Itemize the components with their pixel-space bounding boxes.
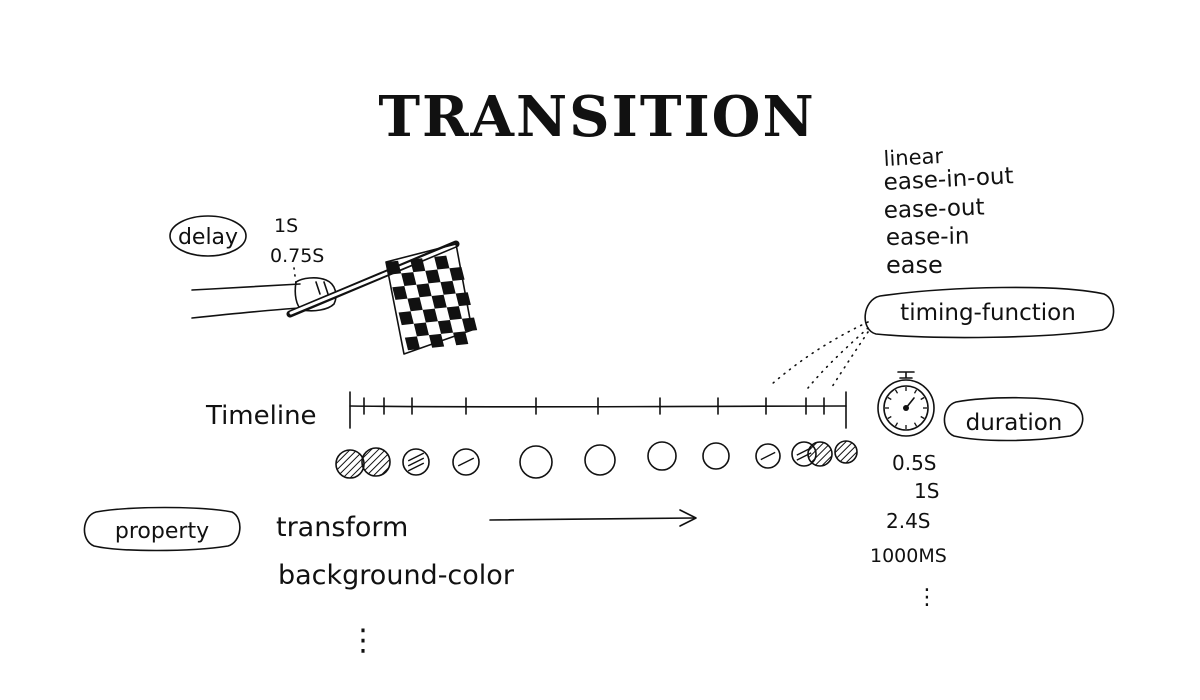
property-value-2: background-color (278, 560, 515, 591)
flag-square (416, 283, 432, 298)
timeline-ball (402, 448, 430, 476)
timing-option-1: linear (883, 144, 944, 171)
property-label: property (115, 519, 209, 544)
timing-option-4: ease-in (886, 224, 970, 251)
property-more: ⋮ (348, 623, 378, 658)
duration-value-4: 1000MS (870, 545, 947, 567)
timing-option-3: ease-out (883, 194, 985, 224)
timeline-ball (834, 440, 858, 464)
duration-label-pill: duration (943, 396, 1084, 442)
property-label-pill: property (83, 506, 241, 552)
timeline-ball (584, 444, 616, 476)
delay-label: delay (178, 225, 238, 250)
timeline-ball (755, 443, 781, 469)
duration-value-3: 2.4S (886, 509, 931, 533)
delay-value-2: 0.75S (270, 245, 324, 267)
timeline-ball (361, 447, 391, 477)
timeline-ball (807, 441, 833, 467)
timing-pointer-2 (807, 327, 869, 389)
stopwatch-mark (913, 389, 918, 394)
stopwatch-mark (887, 415, 892, 420)
flag-square (431, 294, 447, 309)
flag-square (407, 297, 423, 312)
stopwatch-mark (894, 422, 899, 427)
timeline-label: Timeline (205, 401, 317, 431)
timeline-ball (702, 442, 730, 470)
flag-square (386, 260, 402, 275)
flag-square (413, 322, 429, 337)
hand-icon (191, 277, 337, 319)
flag-square (401, 272, 417, 286)
flag-square (461, 317, 478, 332)
stopwatch-mark (913, 422, 918, 427)
stopwatch-mark (894, 389, 899, 394)
timing-pointer-1 (771, 321, 869, 385)
timing-function-label-pill: timing-function (864, 286, 1115, 339)
flag-square (437, 320, 454, 334)
duration-value-1: 0.5S (892, 451, 937, 475)
timing-option-5: ease (886, 251, 943, 279)
stopwatch-mark (920, 415, 925, 420)
property-value-1: transform (276, 512, 408, 543)
flag-square (446, 306, 462, 321)
flag-square (404, 336, 421, 351)
stopwatch-mark (920, 396, 925, 401)
flag-square (398, 311, 414, 326)
flag-square (434, 255, 450, 270)
arrow-right-icon (489, 509, 697, 527)
delay-value-1: 1S (274, 215, 298, 237)
flag-square (455, 292, 471, 307)
duration-more: ⋮ (916, 585, 938, 610)
timeline-axis (349, 391, 847, 429)
timing-option-2: ease-in-out (883, 163, 1014, 196)
timeline-ball (647, 441, 677, 471)
checkered-flag-icon (286, 240, 478, 355)
timeline-ball (452, 448, 480, 476)
timing-pointer-3 (829, 331, 869, 391)
flag-square (410, 258, 426, 273)
page-title: TRANSITION (378, 84, 815, 150)
timeline-ball (519, 445, 553, 479)
flag-square (440, 280, 456, 295)
flag-square (392, 285, 408, 300)
flag-square (422, 308, 438, 323)
flag-square (425, 269, 441, 284)
stopwatch-icon (877, 371, 935, 437)
delay-label-pill: delay (169, 215, 247, 257)
timeline-ball (335, 449, 365, 479)
stopwatch-mark (887, 396, 892, 401)
duration-value-2: 1S (914, 479, 939, 503)
timing-function-label: timing-function (900, 300, 1076, 326)
duration-label: duration (966, 410, 1063, 436)
